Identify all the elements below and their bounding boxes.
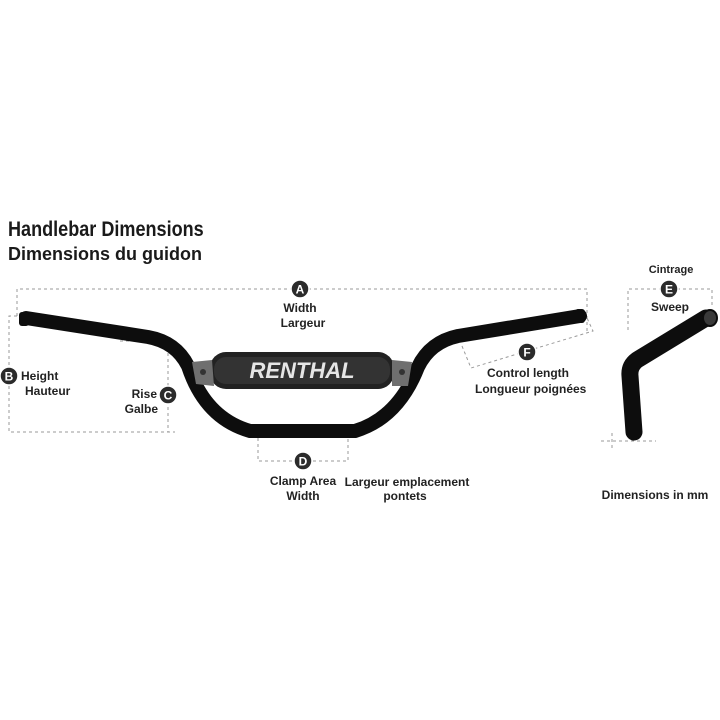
- handlebar-tube: [19, 309, 587, 438]
- badge-b: B: [0, 366, 19, 386]
- badge-e: E: [659, 279, 679, 299]
- sweep-base-guide: [601, 433, 656, 450]
- clamp-area-label-fr: Largeur emplacement: [344, 475, 470, 489]
- left-grip-end: [19, 312, 29, 326]
- units-note: Dimensions in mm: [601, 488, 709, 502]
- sweep-label-fr: Cintrage: [648, 264, 694, 276]
- rise-label-fr: Galbe: [124, 402, 158, 416]
- control-length-label-en: Control length: [487, 366, 569, 380]
- bar-pad: RENTHAL: [210, 352, 394, 389]
- height-label-en: Height: [21, 369, 59, 383]
- control-length-label-fr: Longueur poignées: [475, 382, 587, 396]
- badge-a: A: [290, 279, 310, 299]
- clamp-area-label-fr-2: pontets: [383, 489, 427, 503]
- svg-text:E: E: [665, 283, 673, 297]
- svg-text:B: B: [5, 370, 14, 384]
- svg-text:C: C: [164, 389, 173, 403]
- width-label-en: Width: [283, 301, 317, 315]
- pad-brand-text: RENTHAL: [249, 358, 354, 383]
- handlebar-side-view: [621, 309, 718, 441]
- svg-text:F: F: [523, 346, 530, 360]
- svg-text:D: D: [299, 455, 308, 469]
- crossbar-clamps: [192, 360, 412, 386]
- badge-c: C: [158, 385, 178, 405]
- control-length-guide: [461, 317, 594, 369]
- badge-f: F: [517, 342, 537, 362]
- badge-d: D: [293, 451, 313, 471]
- diagram-subtitle: Dimensions du guidon: [8, 244, 202, 264]
- right-grip-end: [575, 309, 585, 323]
- width-label-fr: Largeur: [280, 316, 326, 330]
- diagram-title: Handlebar Dimensions: [8, 218, 204, 241]
- svg-text:A: A: [296, 283, 305, 297]
- side-view-tube-end: [702, 309, 718, 327]
- clamp-area-label-en: Clamp Area: [269, 474, 337, 488]
- clamp-area-label-en-2: Width: [286, 489, 320, 503]
- rise-label-en: Rise: [131, 387, 157, 401]
- sweep-label-en: Sweep: [650, 300, 690, 314]
- height-label-fr: Hauteur: [25, 384, 71, 398]
- sweep-guide: [627, 288, 713, 330]
